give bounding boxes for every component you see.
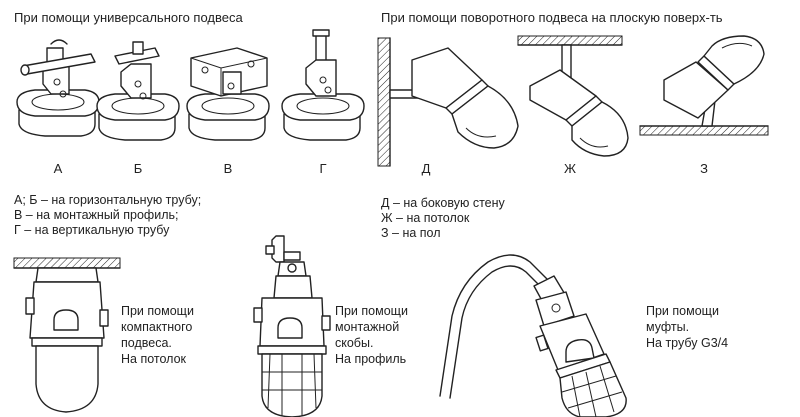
caption-line: компактного [121, 320, 193, 334]
legend-line: З – на пол [381, 226, 441, 240]
label-g: Г [319, 161, 327, 176]
caption-line: На трубу G3/4 [646, 336, 729, 350]
bracket-lamp-icon [253, 235, 331, 417]
legend-line: Д – на боковую стену [381, 196, 505, 210]
ceiling-mount-icon [517, 35, 629, 157]
universal-mount-g-icon [281, 29, 365, 141]
universal-mount-a-icon [16, 39, 100, 137]
header-universal-mount: При помощи универсального подвеса [14, 10, 243, 25]
label-b: Б [133, 161, 143, 176]
universal-mount-v-icon [186, 47, 270, 141]
label-z: З [700, 161, 708, 176]
caption-line: подвеса. [121, 336, 172, 350]
wall-mount-icon [377, 37, 519, 167]
universal-mount-b-icon [96, 41, 180, 141]
header-swivel-mount: При помощи поворотного подвеса на плоску… [381, 10, 723, 25]
caption-line: При помощи [121, 304, 194, 318]
caption-line: При помощи [646, 304, 719, 318]
compact-ceiling-lamp-icon [13, 257, 121, 413]
label-a: А [53, 161, 63, 176]
label-zh: Ж [563, 161, 576, 176]
floor-mount-icon [639, 35, 769, 136]
legend-line: А; Б – на горизонтальную трубу; [14, 193, 202, 207]
legend-line: В – на монтажный профиль; [14, 208, 179, 222]
legend-line: Г – на вертикальную трубу [14, 223, 170, 237]
label-v: В [223, 161, 233, 176]
caption-line: На профиль [335, 352, 407, 366]
caption-line: При помощи [335, 304, 408, 318]
legend-line: Ж – на потолок [381, 211, 470, 225]
label-d: Д [421, 161, 431, 176]
caption-line: скобы. [335, 336, 374, 350]
caption-line: муфты. [646, 320, 690, 334]
caption-line: На потолок [121, 352, 187, 366]
caption-line: монтажной [335, 320, 400, 334]
pipe-coupling-lamp-icon [439, 254, 627, 417]
